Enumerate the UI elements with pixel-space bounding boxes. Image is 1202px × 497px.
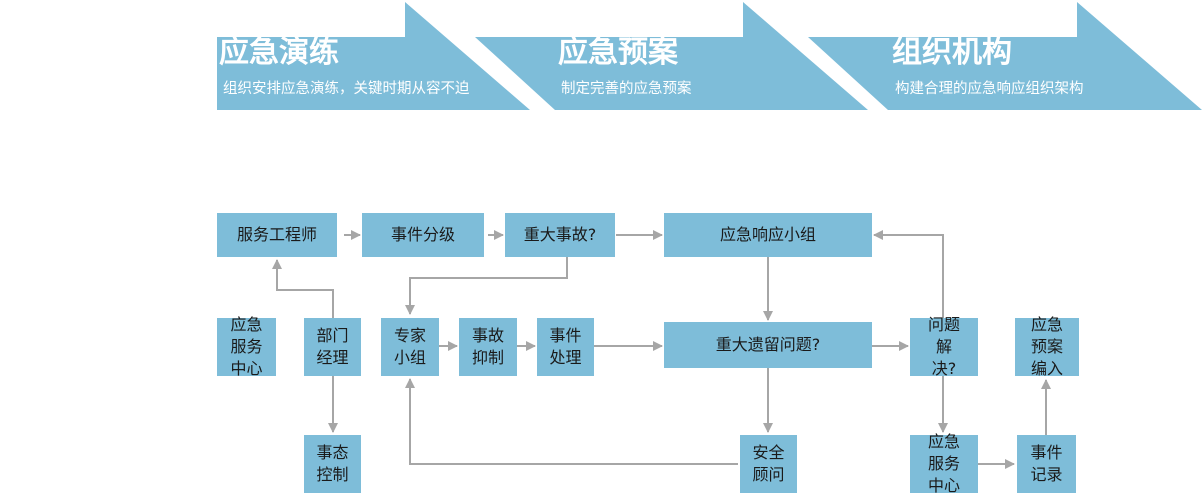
- node-service-engineer: 服务工程师: [217, 213, 337, 257]
- node-situation-control: 事态控制: [304, 435, 361, 493]
- node-service-center-right: 应急服务中心: [910, 432, 978, 495]
- banner-title-plan: 应急预案: [558, 35, 678, 70]
- node-service-center-left: 应急服务中心: [217, 315, 276, 378]
- node-security-advisor: 安全顾问: [740, 435, 797, 493]
- banner-subtitle-drill: 组织安排应急演练，关键时期从容不迫: [223, 81, 470, 97]
- node-event-grading: 事件分级: [362, 213, 484, 257]
- node-major-accident: 重大事故?: [505, 213, 615, 257]
- banner-chevron-org: [808, 2, 1202, 110]
- node-plan-entry: 应急预案编入: [1015, 315, 1079, 378]
- arrow-manager-to-engineer: [272, 259, 334, 318]
- node-event-record: 事件记录: [1017, 435, 1076, 493]
- node-expert-group: 专家小组: [381, 318, 439, 376]
- banner-chevron-drill: [217, 2, 530, 110]
- banner-title-org: 组织机构: [892, 35, 1012, 70]
- node-major-leftover: 重大遗留问题?: [664, 322, 872, 368]
- node-problem-solved: 问题解决?: [910, 315, 978, 378]
- node-event-handling: 事件处理: [537, 318, 594, 376]
- node-accident-suppression: 事故抑制: [459, 318, 517, 376]
- banner-chevrons: [217, 2, 1202, 110]
- banner-subtitle-plan: 制定完善的应急预案: [561, 81, 692, 97]
- arrow-major-to-expert: [405, 257, 568, 315]
- banner-subtitle-org: 构建合理的应急响应组织架构: [895, 81, 1084, 97]
- node-dept-manager: 部门经理: [304, 318, 361, 376]
- node-response-group: 应急响应小组: [664, 213, 872, 257]
- arrow-solved-to-response: [873, 230, 944, 318]
- banner-title-drill: 应急演练: [219, 35, 339, 70]
- arrow-advisor-to-expert: [405, 378, 738, 465]
- banner-chevron-plan: [475, 2, 868, 110]
